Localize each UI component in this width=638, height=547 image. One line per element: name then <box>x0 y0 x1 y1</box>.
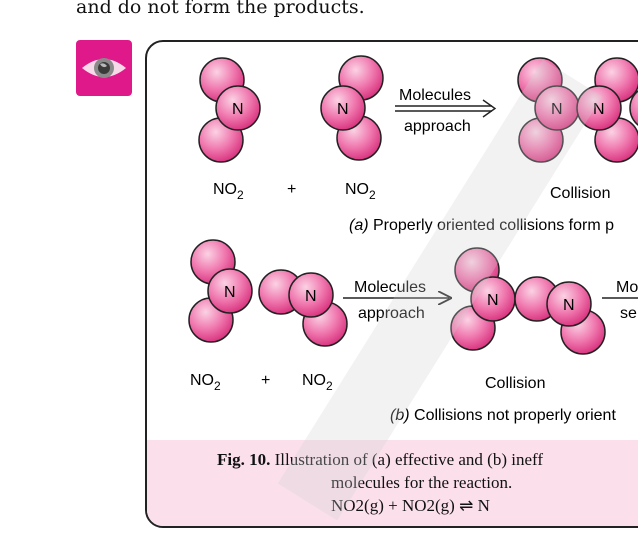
plus-sign: + <box>261 372 270 389</box>
plus-sign: + <box>287 181 296 198</box>
arrow-label-bottom: approach <box>358 305 425 322</box>
figure-caption: Fig. 10. Illustration of (a) effective a… <box>217 448 543 517</box>
formula-no2-2: NO2 <box>302 372 333 393</box>
arrow-head-icon <box>482 99 497 118</box>
figure-frame: N N Molecules approach N N NO2 + NO2 Col… <box>145 40 638 528</box>
panel-b-caption: (b) Collisions not properly orient <box>390 407 616 424</box>
figure-label: Fig. 10. <box>217 450 271 469</box>
atom-n-label: N <box>487 292 499 309</box>
molecule-a2: N <box>320 55 384 161</box>
caption-line-3: NO2(g) + NO2(g) ⇌ N <box>331 496 490 515</box>
atom-n-label: N <box>593 101 605 118</box>
formula-no2-1: NO2 <box>190 372 221 393</box>
figure-illustration: N N Molecules approach N N NO2 + NO2 Col… <box>188 55 638 424</box>
arrow-label-top: Molecules <box>399 87 471 104</box>
intro-text: and do not form the products. <box>76 0 365 18</box>
atom-n-label: N <box>337 101 349 118</box>
panel-a-caption: (a) Properly oriented collisions form p <box>349 217 614 234</box>
arrow-label-top: Molecules <box>354 279 426 296</box>
caption-line-2: molecules for the reaction. <box>331 473 513 492</box>
atom-n-label: N <box>563 297 575 314</box>
collision-label: Collision <box>550 185 610 202</box>
collision-label: Collision <box>485 375 545 392</box>
molecule-b1: N <box>188 239 253 343</box>
figure-caption-box: Fig. 10. Illustration of (a) effective a… <box>147 440 638 526</box>
arrow-label-bottom-right: se <box>620 305 637 322</box>
atom-n-label: N <box>551 101 563 118</box>
molecule-a1: N <box>198 57 261 163</box>
caption-line-1: Illustration of (a) effective and (b) in… <box>270 450 544 469</box>
atom-n-label: N <box>305 288 317 305</box>
eye-globe-icon <box>82 58 126 78</box>
arrow-label-bottom: approach <box>404 118 471 135</box>
arrow-label-top-right: Mo <box>616 279 638 296</box>
molecule-b2: N <box>258 269 348 347</box>
formula-no2-2: NO2 <box>345 181 376 202</box>
formula-no2-1: NO2 <box>213 181 244 202</box>
atom-n-label: N <box>232 101 244 118</box>
section-badge <box>76 40 132 96</box>
collision-b: N N <box>450 247 606 355</box>
collision-a: N N <box>517 57 638 163</box>
atom-n-label: N <box>224 284 236 301</box>
